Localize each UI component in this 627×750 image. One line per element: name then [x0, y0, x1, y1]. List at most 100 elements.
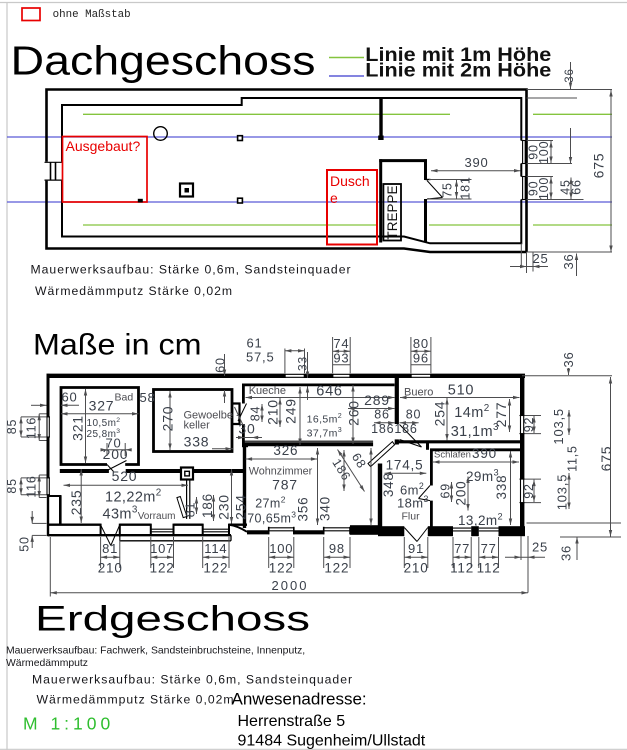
svg-text:Ausgebaut?: Ausgebaut? — [66, 138, 141, 154]
svg-text:174,5: 174,5 — [386, 458, 424, 473]
svg-text:6m2: 6m2 — [400, 481, 424, 498]
svg-text:520: 520 — [112, 468, 138, 484]
svg-text:18m3: 18m3 — [397, 494, 429, 511]
svg-text:181: 181 — [459, 176, 473, 199]
svg-text:Flur: Flur — [402, 511, 421, 523]
svg-text:Mauerwerksaufbau: Stärke 0,6m,: Mauerwerksaufbau: Stärke 0,6m, Sandstein… — [31, 262, 352, 276]
svg-text:68: 68 — [349, 451, 369, 472]
svg-text:84: 84 — [249, 406, 263, 422]
svg-text:390: 390 — [464, 155, 488, 170]
svg-text:390: 390 — [472, 446, 497, 461]
svg-text:186: 186 — [394, 422, 417, 436]
svg-text:50: 50 — [18, 536, 32, 552]
svg-text:75: 75 — [441, 182, 455, 198]
svg-text:25: 25 — [532, 540, 548, 555]
svg-text:646: 646 — [316, 384, 343, 400]
svg-text:92: 92 — [522, 417, 536, 433]
svg-text:Dusch: Dusch — [330, 173, 370, 189]
svg-text:10,5m2: 10,5m2 — [87, 417, 121, 429]
svg-text:keller: keller — [184, 420, 211, 432]
svg-text:85: 85 — [5, 478, 19, 494]
svg-text:Wärmedämmputz Stärke 0,02m: Wärmedämmputz Stärke 0,02m — [35, 284, 233, 298]
svg-text:91: 91 — [408, 541, 424, 556]
svg-text:14m2: 14m2 — [454, 403, 489, 421]
svg-text:70: 70 — [105, 435, 121, 450]
svg-text:69: 69 — [438, 483, 452, 499]
svg-text:675: 675 — [598, 446, 614, 472]
svg-text:112: 112 — [477, 561, 501, 576]
svg-text:270: 270 — [160, 406, 176, 432]
svg-text:122: 122 — [150, 561, 175, 576]
svg-text:Wohnzimmer: Wohnzimmer — [249, 465, 313, 477]
svg-text:98: 98 — [329, 541, 345, 556]
svg-text:510: 510 — [448, 383, 475, 399]
svg-text:81: 81 — [102, 541, 118, 556]
svg-text:2000: 2000 — [272, 578, 309, 593]
svg-text:M 1:100: M 1:100 — [23, 714, 114, 734]
svg-text:85: 85 — [5, 419, 19, 435]
svg-text:57,5: 57,5 — [246, 350, 275, 365]
svg-text:122: 122 — [324, 561, 349, 576]
svg-text:200: 200 — [453, 481, 468, 506]
svg-text:58: 58 — [140, 390, 156, 405]
svg-text:13,2m2: 13,2m2 — [458, 511, 503, 528]
svg-text:787: 787 — [272, 476, 298, 492]
svg-text:11,5: 11,5 — [566, 445, 580, 472]
svg-text:249: 249 — [283, 398, 299, 424]
svg-text:186: 186 — [200, 493, 215, 518]
svg-text:Kueche: Kueche — [249, 385, 286, 397]
svg-text:122: 122 — [269, 561, 294, 576]
svg-text:230: 230 — [216, 494, 232, 520]
svg-text:31,1m3: 31,1m3 — [451, 422, 499, 440]
svg-text:235: 235 — [68, 490, 84, 516]
svg-text:100: 100 — [269, 541, 293, 556]
svg-text:Linie mit 1m Höhe: Linie mit 1m Höhe — [365, 45, 551, 66]
svg-text:Mauerwerksaufbau: Fachwerk, Sa: Mauerwerksaufbau: Fachwerk, Sandsteinbru… — [6, 646, 305, 657]
svg-text:348: 348 — [381, 472, 396, 497]
svg-text:Maße in cm: Maße in cm — [33, 329, 202, 362]
svg-text:675: 675 — [591, 153, 607, 179]
svg-text:ohne Maßstab: ohne Maßstab — [53, 9, 131, 21]
svg-text:Wärmedämmputz: Wärmedämmputz — [6, 658, 88, 669]
svg-text:81: 81 — [184, 502, 198, 518]
svg-text:29m3: 29m3 — [466, 467, 499, 484]
svg-text:186: 186 — [371, 422, 394, 436]
svg-text:Dachgeschoss: Dachgeschoss — [11, 38, 316, 84]
svg-text:340: 340 — [317, 496, 332, 521]
svg-text:Anwesenadresse:: Anwesenadresse: — [232, 690, 367, 709]
svg-text:100: 100 — [537, 177, 551, 200]
svg-text:100: 100 — [537, 141, 551, 164]
svg-text:116: 116 — [25, 475, 39, 497]
svg-text:Bad: Bad — [115, 391, 134, 403]
svg-text:74: 74 — [333, 336, 349, 351]
svg-text:77: 77 — [454, 541, 470, 556]
svg-text:210: 210 — [98, 561, 123, 576]
svg-text:36: 36 — [561, 351, 576, 367]
svg-text:77: 77 — [481, 541, 497, 556]
svg-text:30: 30 — [238, 421, 255, 437]
svg-text:e: e — [330, 190, 338, 206]
svg-text:36: 36 — [561, 253, 576, 269]
svg-text:37,7m3: 37,7m3 — [307, 426, 343, 439]
svg-text:Erdgeschoss: Erdgeschoss — [35, 600, 310, 639]
svg-text:70,65m3: 70,65m3 — [247, 509, 296, 525]
svg-text:338: 338 — [494, 475, 509, 500]
svg-text:90: 90 — [527, 181, 541, 197]
svg-text:80: 80 — [413, 336, 429, 351]
svg-text:326: 326 — [273, 443, 298, 458]
svg-text:Linie mit 2m Höhe: Linie mit 2m Höhe — [365, 60, 551, 81]
svg-text:200: 200 — [103, 446, 129, 462]
svg-text:103,5: 103,5 — [551, 408, 566, 445]
svg-text:Gewoelbe -: Gewoelbe - — [184, 410, 241, 422]
svg-text:Wärmedämmputz Stärke 0,02m: Wärmedämmputz Stärke 0,02m — [37, 693, 235, 707]
svg-text:86: 86 — [374, 408, 390, 422]
svg-text:66: 66 — [570, 179, 584, 195]
svg-text:27m2: 27m2 — [255, 494, 286, 510]
svg-text:254: 254 — [432, 401, 448, 427]
svg-text:61: 61 — [247, 336, 263, 351]
svg-text:Buero: Buero — [404, 386, 433, 398]
svg-text:338: 338 — [184, 434, 210, 450]
svg-text:60: 60 — [62, 390, 78, 405]
svg-text:90: 90 — [527, 144, 541, 160]
svg-text:327: 327 — [89, 398, 115, 414]
